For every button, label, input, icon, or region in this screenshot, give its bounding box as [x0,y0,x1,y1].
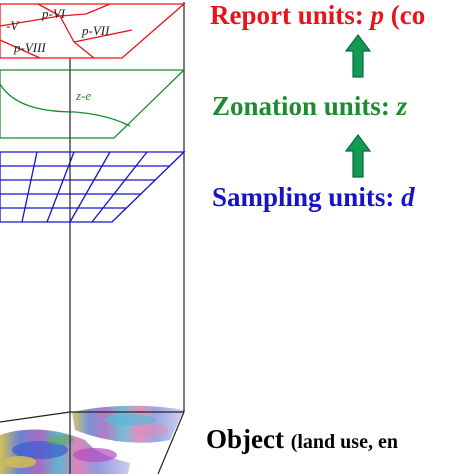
sampling-units-symbol: d [401,182,415,212]
box-frame [0,2,185,474]
zonation-layer [0,69,186,139]
object-description: (land use, en [290,431,398,453]
up-arrow-icon [345,34,371,78]
object-text: Object [206,424,291,454]
object-layer [0,405,186,474]
report-unit-v-label: -V [6,18,20,33]
sampling-grid-layer [0,151,186,223]
zonation-units-label: Zonation units: z [212,93,407,120]
zone-e-label: z-e [75,88,91,103]
report-unit-vii-label: p-VII [81,23,110,38]
report-units-text: Report units: [210,0,371,30]
report-units-symbol: p [370,0,385,30]
report-units-suffix: (co [384,0,426,30]
report-layer [0,3,186,59]
report-unit-viii-label: p-VIII [13,40,46,55]
report-units-label: Report units: p (co [210,2,425,29]
zonation-units-symbol: z [396,91,408,121]
up-arrow-icon [345,134,371,178]
object-label: Object (land use, en [206,426,398,453]
zonation-units-text: Zonation units: [212,91,397,121]
report-unit-vi-label: p-VI [41,6,66,21]
sampling-units-text: Sampling units: [212,182,402,212]
sampling-units-label: Sampling units: d [212,184,415,211]
